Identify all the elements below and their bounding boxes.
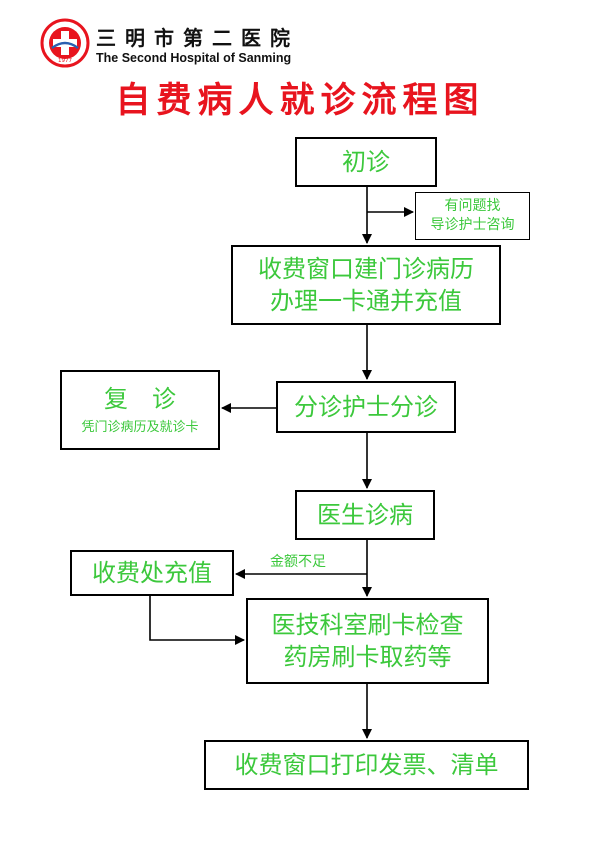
step-triage: 分诊护士分诊: [276, 381, 456, 433]
return-visit-label: 复 诊: [104, 385, 176, 414]
step-register: 收费窗口建门诊病历 办理一卡通并充值: [231, 245, 501, 325]
topup-label: 收费处充值: [92, 558, 212, 587]
nurse-help-line-2: 导诊护士咨询: [430, 217, 515, 233]
exams-line-1: 医技科室刷卡检查: [271, 610, 464, 639]
return-visit-note: 凭门诊病历及就诊卡: [81, 420, 199, 436]
step-topup: 收费处充值: [70, 550, 234, 596]
step-return-visit: 复 诊 凭门诊病历及就诊卡: [60, 370, 220, 450]
hospital-name-cn: 三明市第二医院: [96, 26, 299, 50]
step-first-visit: 初诊: [295, 137, 437, 187]
hospital-logo: 1977: [40, 18, 90, 68]
step-nurse-help: 有问题找 导诊护士咨询: [415, 192, 530, 240]
arrow-topup-to-exams: [149, 596, 245, 645]
print-label: 收费窗口打印发票、清单: [234, 750, 499, 779]
step-print: 收费窗口打印发票、清单: [204, 740, 529, 790]
nurse-help-line-1: 有问题找: [444, 198, 501, 215]
register-line-1: 收费窗口建门诊病历: [258, 254, 474, 283]
diagnosis-label: 医生诊病: [317, 500, 413, 529]
hospital-name-en: The Second Hospital of Sanming: [96, 51, 292, 65]
insufficient-balance-label: 金额不足: [270, 554, 326, 570]
step-diagnosis: 医生诊病: [295, 490, 435, 540]
flowchart-title: 自费病人就诊流程图: [115, 80, 485, 121]
svg-text:1977: 1977: [58, 58, 72, 64]
register-line-2: 办理一卡通并充值: [270, 287, 462, 315]
step-exams: 医技科室刷卡检查 药房刷卡取药等: [246, 598, 489, 684]
triage-label: 分诊护士分诊: [294, 392, 438, 421]
exams-line-2: 药房刷卡取药等: [283, 643, 452, 671]
step-first-visit-label: 初诊: [342, 147, 390, 176]
